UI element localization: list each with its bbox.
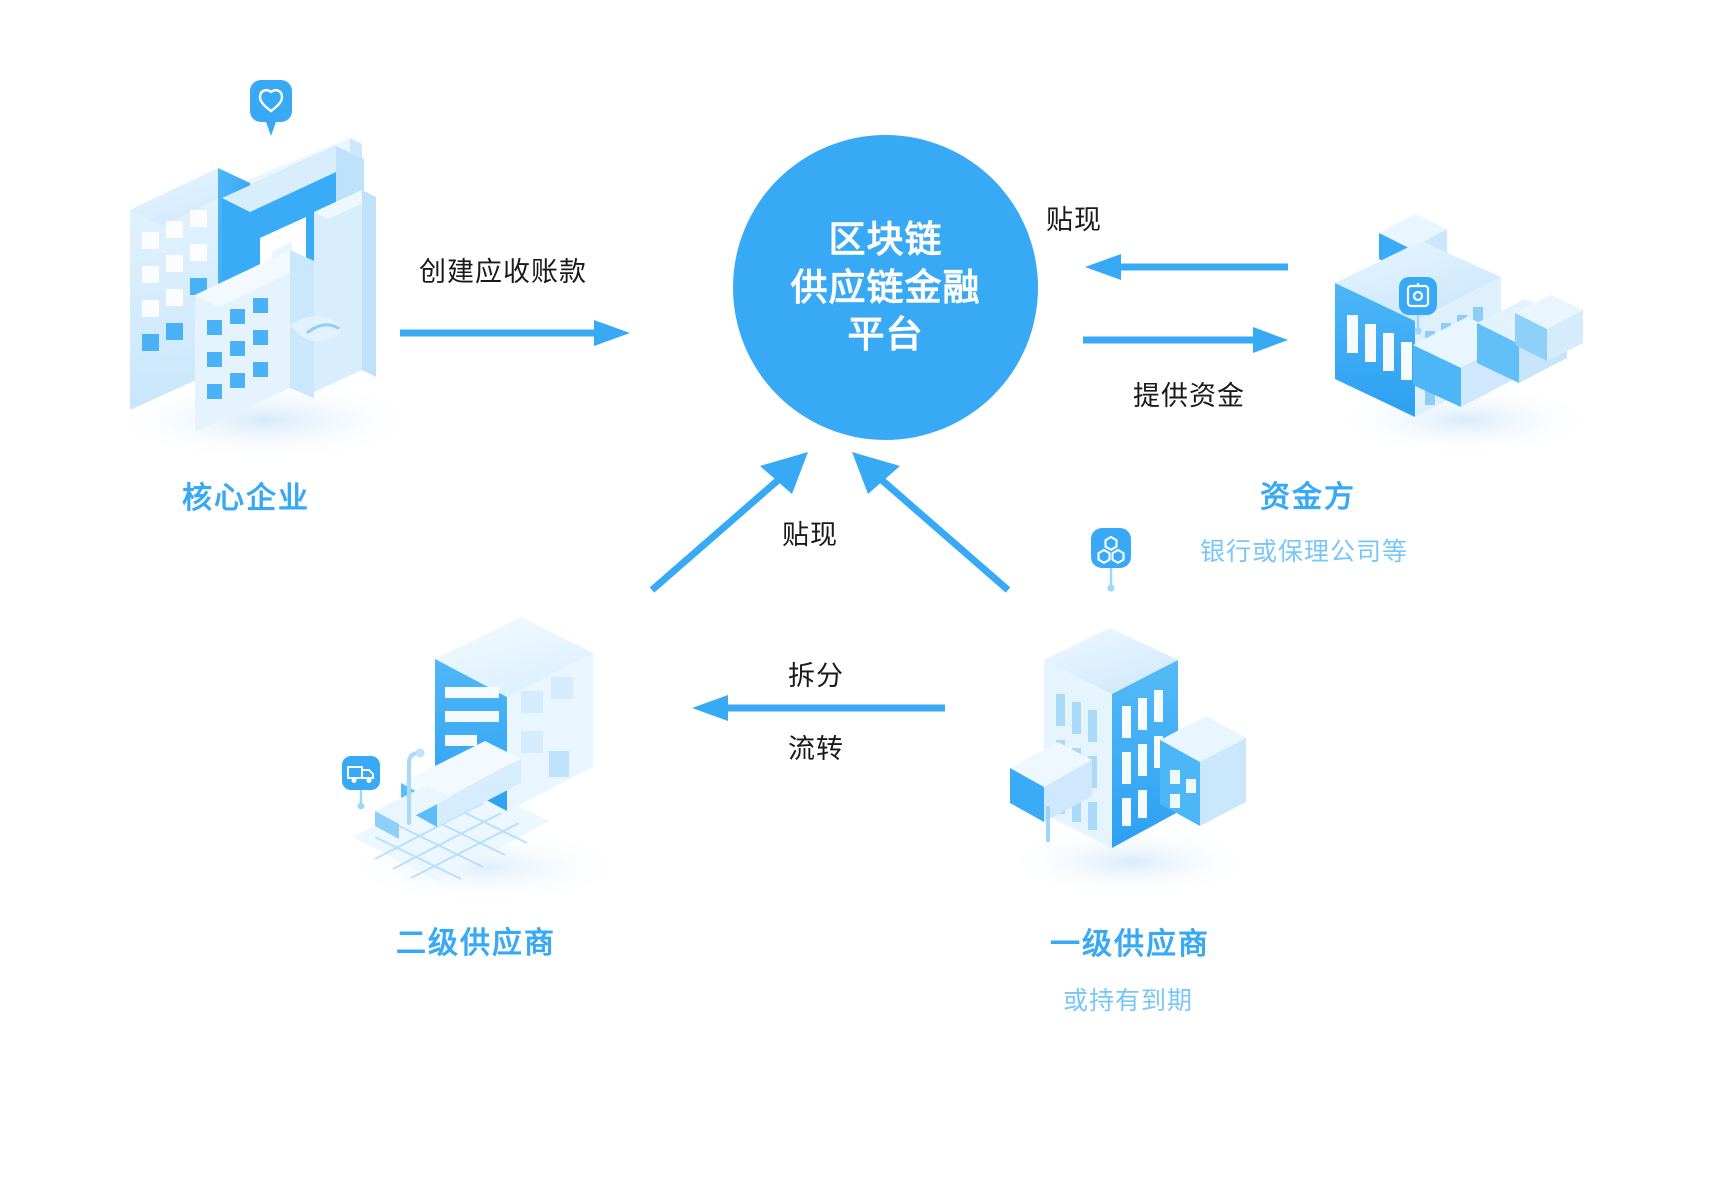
arrow-core-to-hub [400,318,630,348]
tier2-supplier-title: 二级供应商 [396,927,556,960]
tier1-supplier-illustration [1000,590,1260,900]
tier1-supplier-subtitle: 或持有到期 [1063,987,1194,1015]
edge-label-provide-funds: 提供资金 [1133,381,1245,411]
hub-line-2: 供应链金融 [790,266,981,308]
hub-blockchain-platform[interactable]: 区块链 供应链金融 平台 [733,135,1038,440]
street-lamp-icon [395,745,425,825]
arrow-funder-to-hub [1083,252,1288,282]
shield-heart-icon [248,78,294,140]
bank-safe-icon [1398,276,1438,342]
edge-label-split: 拆分 [788,661,844,691]
arrow-tier2-to-hub [640,440,820,600]
tier1-supplier-title: 一级供应商 [1050,928,1210,961]
edge-label-discount-right: 贴现 [1046,205,1102,235]
arrow-tier1-to-tier2 [690,693,945,723]
edge-label-create-receivable: 创建应收账款 [419,257,587,287]
tier2-supplier-illustration [335,615,635,905]
hub-line-1: 区块链 [828,219,943,261]
arrow-hub-to-funder [1083,325,1288,355]
funder-illustration [1325,195,1605,456]
edge-label-discount-bottom: 贴现 [782,520,838,550]
funder-title: 资金方 [1260,481,1356,514]
truck-icon [341,755,381,817]
arrow-tier1-to-hub [840,440,1020,600]
funder-subtitle: 银行或保理公司等 [1200,538,1409,566]
core-enterprise-title: 核心企业 [182,482,310,515]
molecule-icon [1090,527,1132,597]
edge-label-transfer: 流转 [788,734,844,764]
hub-line-3: 平台 [847,314,924,356]
core-enterprise-illustration [100,120,430,462]
